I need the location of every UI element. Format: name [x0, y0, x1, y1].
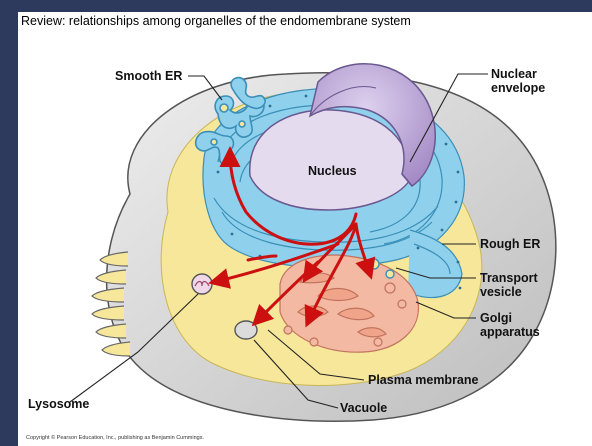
label-transport-vesicle-line1: Transport — [480, 271, 538, 285]
label-golgi-line1: Golgi — [480, 311, 512, 325]
slide: Review: relationships among organelles o… — [18, 12, 592, 446]
vacuole-shape — [235, 321, 257, 339]
label-vacuole: Vacuole — [340, 401, 387, 415]
label-transport-vesicle-line2: vesicle — [480, 285, 522, 299]
label-smooth-er: Smooth ER — [115, 69, 182, 83]
label-golgi-line2: apparatus — [480, 325, 540, 339]
label-nucleus: Nucleus — [308, 164, 357, 178]
label-rough-er: Rough ER — [480, 237, 540, 251]
lysosome-shape — [192, 274, 212, 294]
label-nuclear-envelope-line2: envelope — [491, 81, 545, 95]
label-plasma-membrane: Plasma membrane — [368, 373, 478, 387]
label-nuclear-envelope-line1: Nuclear — [491, 67, 537, 81]
slide-title: Review: relationships among organelles o… — [21, 14, 411, 28]
copyright-notice: Copyright © Pearson Education, Inc., pub… — [26, 435, 204, 441]
label-lysosome: Lysosome — [28, 397, 89, 411]
